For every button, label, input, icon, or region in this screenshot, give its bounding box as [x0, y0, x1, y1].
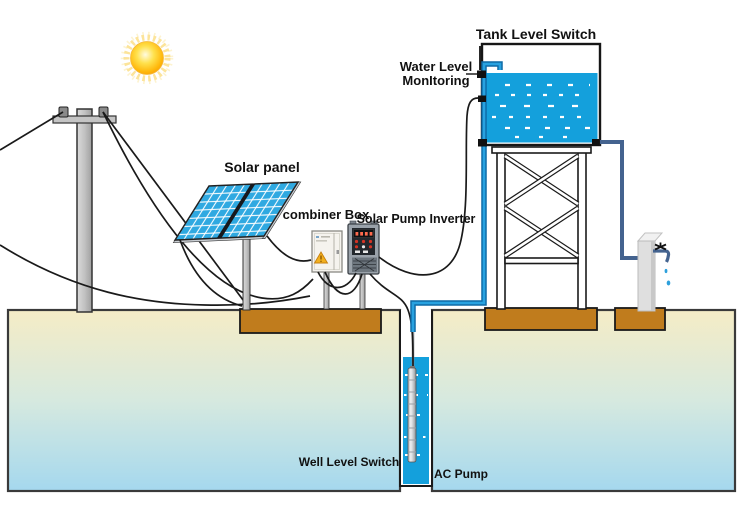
cable-inverter-to-pump	[369, 273, 414, 367]
label-solar-pump-inverter: Solar Pump Inverter	[357, 212, 476, 226]
wire-grid-left	[0, 111, 64, 151]
tank-water	[484, 73, 598, 143]
ground	[6, 308, 737, 493]
cable-panel-to-combiner	[266, 235, 312, 262]
system-cables	[179, 97, 479, 367]
sun-icon	[120, 31, 174, 85]
well	[399, 310, 433, 487]
cable-combiner-to-inverter-1	[317, 271, 357, 289]
inverter-unit	[347, 220, 380, 310]
label-well-level-switch: Well Level Switch	[299, 455, 399, 469]
panel-mount-pole	[242, 235, 251, 311]
ac-pump-unit	[407, 366, 417, 463]
diagram-labels: Tank Level Switch Water Level MonItoring…	[224, 26, 596, 481]
pump-segments	[408, 379, 416, 453]
insulator-left	[58, 106, 69, 118]
label-water-level-line1: Water Level	[400, 59, 473, 74]
inverter-buttons	[354, 239, 373, 253]
combiner-door-seam	[314, 233, 340, 270]
tank-sensors	[466, 46, 487, 147]
tower-leg-left	[496, 147, 506, 310]
combiner-led	[316, 236, 319, 238]
water-tank	[480, 42, 602, 147]
warning-triangle-icon	[313, 251, 329, 264]
inverter-display	[353, 229, 374, 238]
tower-top-beam	[491, 146, 592, 154]
power-wires	[0, 111, 314, 309]
combiner-latch	[336, 250, 339, 254]
label-ac-pump: AC Pump	[434, 467, 488, 481]
cable-combiner-to-inverter-2	[324, 271, 363, 295]
tank-water-sparkles	[492, 83, 592, 139]
water-drops	[664, 268, 671, 286]
label-solar-panel: Solar panel	[224, 159, 299, 175]
foundations	[239, 307, 666, 334]
supply-pipe	[410, 61, 503, 332]
foundation-solar-array	[239, 308, 382, 334]
pole-crossarm	[52, 115, 117, 124]
cable-water-level-monitoring	[378, 97, 479, 276]
tower-mid-beam	[504, 257, 579, 265]
well-casing-outline	[399, 310, 433, 487]
tap-pipe	[600, 140, 640, 260]
faucet-handle-icon	[654, 242, 667, 251]
sensor-connection	[478, 95, 486, 102]
utility-pole	[52, 106, 117, 313]
pole-shaft	[76, 108, 93, 313]
pump-body	[407, 367, 417, 463]
ground-block-right	[430, 308, 737, 493]
pipe-clamp-top	[477, 70, 486, 78]
wire-pole-to-combiner	[102, 111, 314, 300]
inverter-vents	[352, 257, 377, 272]
wire-straight-guy	[102, 111, 250, 309]
faucet-spout	[653, 249, 671, 263]
label-tank-level-switch: Tank Level Switch	[476, 26, 596, 42]
solar-panel-array	[172, 181, 302, 244]
supply-pipe-core	[411, 62, 502, 332]
label-combiner-box: combiner Box	[283, 207, 370, 222]
foundation-tower	[484, 307, 598, 331]
water-tower	[491, 146, 592, 310]
wire-low-catenary	[0, 244, 311, 307]
inverter-display-digits	[355, 232, 373, 236]
tap-pipe-clamp	[592, 139, 599, 146]
combiner-box-unit	[311, 230, 343, 310]
panel-center-divider	[216, 183, 256, 239]
tower-x-brace-lower	[503, 205, 580, 259]
tap-pillar	[636, 232, 664, 312]
cable-panel-left	[179, 239, 243, 307]
tower-leg-right	[577, 147, 587, 310]
label-water-level-line2: MonItoring	[402, 73, 469, 88]
tower-x-brace-upper	[503, 153, 580, 207]
pipe-clamp-bottom	[478, 139, 487, 147]
tap-assembly	[592, 139, 671, 312]
ground-block-left	[6, 308, 402, 493]
